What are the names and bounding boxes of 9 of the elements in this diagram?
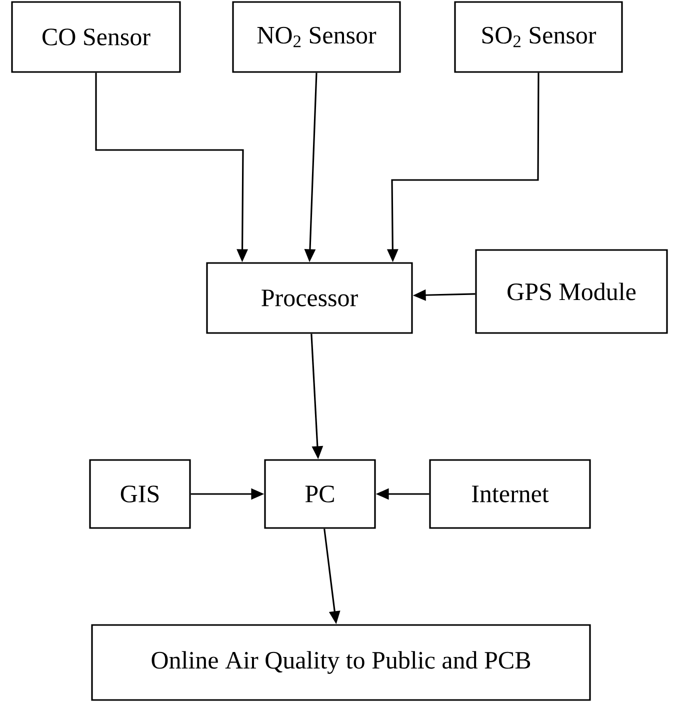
process-box: Processor xyxy=(206,262,413,334)
process-box: NO$_{2}$ Sensor xyxy=(232,1,401,73)
process-box: CO Sensor xyxy=(11,1,181,73)
process-box: SO$_{2}$ Sensor xyxy=(454,1,623,73)
process-box: PC xyxy=(264,459,376,529)
process-box: GPS Module xyxy=(475,249,668,334)
process-box: GIS xyxy=(89,459,191,529)
process-box: Online Air Quality to Public and PCB xyxy=(91,624,591,701)
process-box: Internet xyxy=(429,459,591,529)
